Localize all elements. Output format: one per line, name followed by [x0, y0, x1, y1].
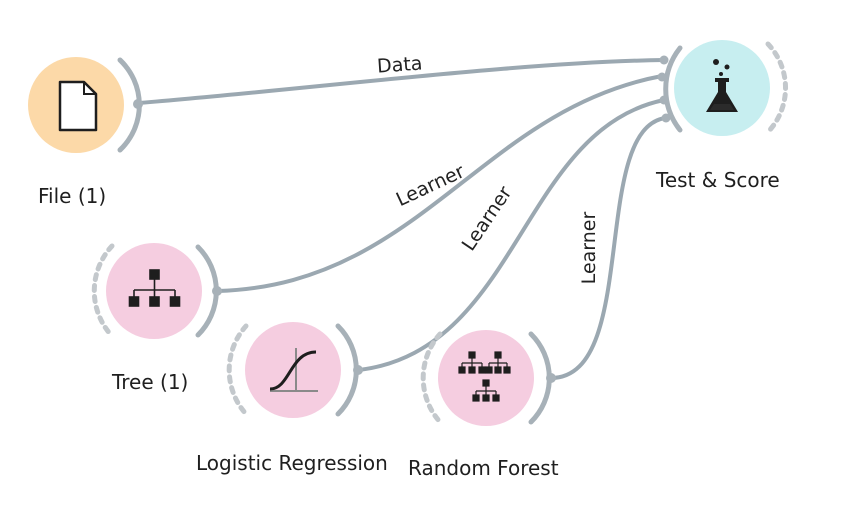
forest-learner-link[interactable]	[549, 116, 667, 380]
logreg-node-circle	[245, 322, 341, 418]
testscore-node[interactable]	[657, 40, 788, 136]
tree-learner-link[interactable]	[216, 74, 664, 293]
logreg-node-label: Logistic Regression	[196, 451, 388, 475]
tree-output-anchor[interactable]	[212, 286, 222, 296]
forest-learner-link-label: Learner	[578, 212, 600, 285]
logreg-input-arc[interactable]	[226, 323, 249, 417]
logreg-node[interactable]	[226, 322, 363, 418]
forest-output-anchor[interactable]	[546, 373, 556, 383]
tree-node[interactable]	[91, 243, 222, 339]
testscore-input-anchor-learner-1[interactable]	[657, 72, 667, 82]
testscore-input-anchor-learner-3[interactable]	[661, 113, 671, 123]
logreg-output-anchor[interactable]	[353, 365, 363, 375]
forest-icon	[458, 351, 511, 402]
tree-input-arc[interactable]	[91, 243, 115, 339]
sigmoid-icon	[269, 348, 318, 392]
forest-node-circle	[438, 330, 534, 426]
data-link[interactable]	[137, 58, 666, 105]
testscore-output-arc[interactable]	[765, 41, 788, 135]
data-link-label: Data	[376, 52, 423, 77]
links	[137, 58, 667, 380]
forest-node[interactable]	[420, 330, 556, 426]
forest-node-label: Random Forest	[408, 456, 559, 480]
tree-icon	[128, 269, 181, 307]
file-output-anchor[interactable]	[133, 99, 143, 109]
logreg-learner-link[interactable]	[357, 98, 666, 372]
flask-icon	[706, 59, 738, 112]
file-node[interactable]	[28, 57, 143, 153]
logreg-learner-link-label: Learner	[458, 182, 517, 255]
forest-input-arc[interactable]	[420, 331, 443, 425]
file-node-label: File (1)	[38, 184, 107, 208]
document-icon	[58, 80, 98, 132]
testscore-input-anchor-data[interactable]	[659, 55, 669, 65]
testscore-node-label: Test & Score	[656, 168, 780, 192]
testscore-input-anchor-learner-2[interactable]	[659, 95, 669, 105]
tree-node-label: Tree (1)	[112, 370, 189, 394]
testscore-input-arc[interactable]	[663, 45, 683, 133]
